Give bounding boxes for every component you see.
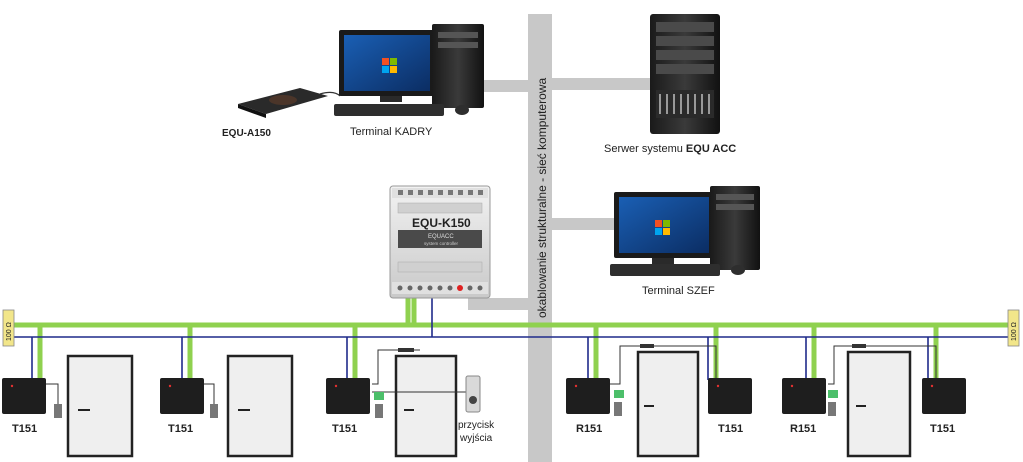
- exit-button: [465, 375, 481, 413]
- exit-button-label-2: wyjścia: [459, 433, 493, 444]
- terminal-kadry-label: Terminal KADRY: [350, 126, 433, 138]
- door-5: [846, 350, 912, 458]
- reader-1-label: T151: [12, 423, 37, 435]
- readers: [2, 378, 966, 414]
- reader-leds: [10, 384, 934, 388]
- reader-7-label: T151: [930, 423, 955, 435]
- controller-caption: system controller: [424, 241, 459, 246]
- door-handles: [78, 405, 866, 411]
- reader-6: [782, 378, 826, 414]
- terminal-kadry-computer: [334, 24, 484, 116]
- reader-2: [160, 378, 204, 414]
- resistor-left: 100 Ω: [2, 309, 15, 347]
- resistor-right-label: 100 Ω: [1011, 322, 1018, 341]
- server-label-prefix: Serwer systemu: [604, 143, 686, 155]
- controller-brand: EQU-K150: [412, 216, 471, 230]
- door-locks: [398, 344, 866, 352]
- exit-button-label-1: przycisk: [458, 420, 495, 431]
- server-label-name: EQU ACC: [686, 143, 736, 155]
- door-4: [636, 350, 700, 458]
- server-tower: [650, 14, 720, 134]
- server-label: Serwer systemu EQU ACC: [604, 143, 736, 155]
- door-3: [394, 354, 458, 458]
- reader-1: [2, 378, 46, 414]
- reader-labels: T151 T151 T151 R151 T151 R151 T151: [12, 423, 955, 435]
- terminal-szef-computer: [610, 186, 760, 276]
- reader-3: [326, 378, 370, 414]
- reader-4: [566, 378, 610, 414]
- resistor-left-label: 100 Ω: [6, 322, 13, 341]
- reader-2-label: T151: [168, 423, 193, 435]
- network-backbone: [468, 14, 652, 462]
- reader-6-label: R151: [790, 423, 816, 435]
- bus-blue: [14, 298, 1012, 380]
- terminal-szef-label: Terminal SZEF: [642, 285, 715, 297]
- windows-logo-icon: [382, 58, 397, 73]
- door-1: [66, 354, 134, 458]
- equ-a150-device: [238, 88, 341, 118]
- lock-modules: [54, 390, 838, 418]
- equ-a150-label: EQU-A150: [222, 128, 271, 139]
- door-2: [226, 354, 294, 458]
- controller-k150: [389, 185, 491, 299]
- controller-subtitle: EQUACC: [428, 234, 454, 240]
- reader-7: [922, 378, 966, 414]
- reader-3-label: T151: [332, 423, 357, 435]
- network-label: okablowanie strukturalne - sieć komputer…: [535, 78, 549, 318]
- reader-5: [708, 378, 752, 414]
- resistor-right: 100 Ω: [1007, 309, 1020, 347]
- windows-logo-icon: [655, 220, 670, 235]
- reader-5-label: T151: [718, 423, 743, 435]
- doors: [66, 350, 912, 458]
- reader-4-label: R151: [576, 423, 602, 435]
